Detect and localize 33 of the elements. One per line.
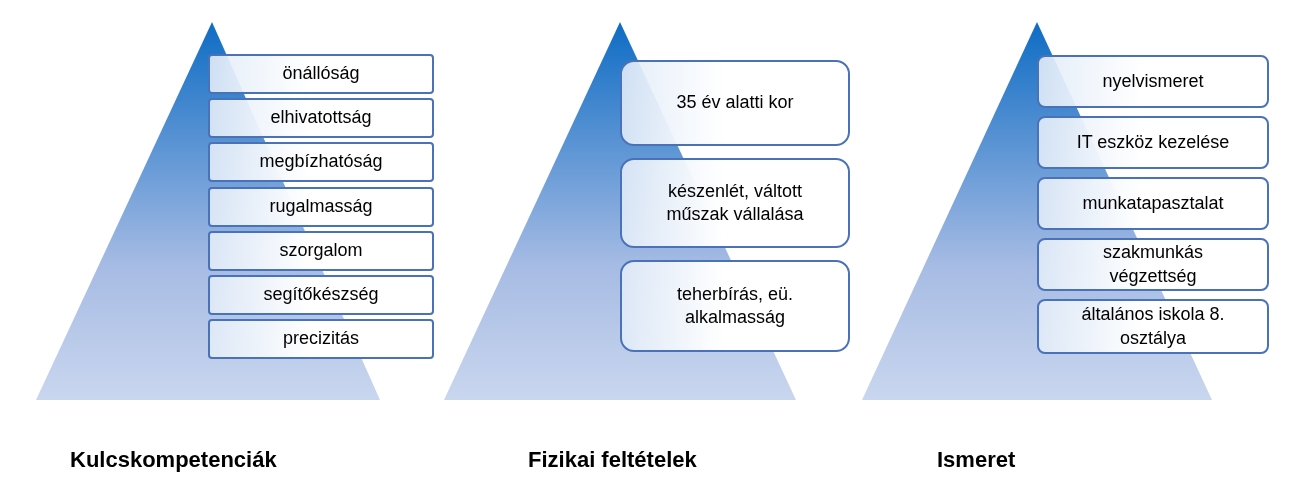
list-item-box xyxy=(208,98,434,138)
list-item-box xyxy=(1037,299,1269,354)
list-item-box xyxy=(620,60,850,146)
pyramid-title: Fizikai feltételek xyxy=(528,447,697,473)
item-text: elhivatottság xyxy=(270,106,372,130)
item-text: önállóság xyxy=(282,62,360,86)
item-text: szorgalom xyxy=(279,239,363,263)
item-text: munkatapasztalat xyxy=(1082,191,1224,215)
list-item-box xyxy=(620,158,850,248)
item-text: nyelvismeret xyxy=(1102,69,1204,93)
item-text: precizitás xyxy=(283,327,359,351)
list-item-box xyxy=(620,260,850,352)
list-item-box xyxy=(1037,238,1269,291)
pyramid-title: Ismeret xyxy=(937,447,1016,473)
item-text: teherbírás, eü. alkalmasság xyxy=(675,282,795,329)
item-text: 35 év alatti kor xyxy=(676,91,794,115)
list-item-box xyxy=(208,142,434,182)
list-item-box xyxy=(208,231,434,271)
item-text: általános iskola 8. osztálya xyxy=(1080,303,1226,350)
list-item-box xyxy=(208,54,434,94)
item-text: IT eszköz kezelése xyxy=(1076,130,1230,154)
item-text: megbízhatóság xyxy=(259,150,383,174)
list-item-box xyxy=(1037,177,1269,230)
list-item-box xyxy=(208,275,434,315)
list-item-box xyxy=(1037,55,1269,108)
item-text: készenlét, váltott műszak vállalása xyxy=(665,179,805,226)
item-text: rugalmasság xyxy=(269,195,373,219)
list-item-box xyxy=(1037,116,1269,169)
pyramid-title: Kulcskompetenciák xyxy=(70,447,277,473)
list-item-box xyxy=(208,319,434,359)
item-text: szakmunkás végzettség xyxy=(1101,241,1204,288)
item-text: segítőkészség xyxy=(263,283,379,307)
list-item-box xyxy=(208,187,434,227)
